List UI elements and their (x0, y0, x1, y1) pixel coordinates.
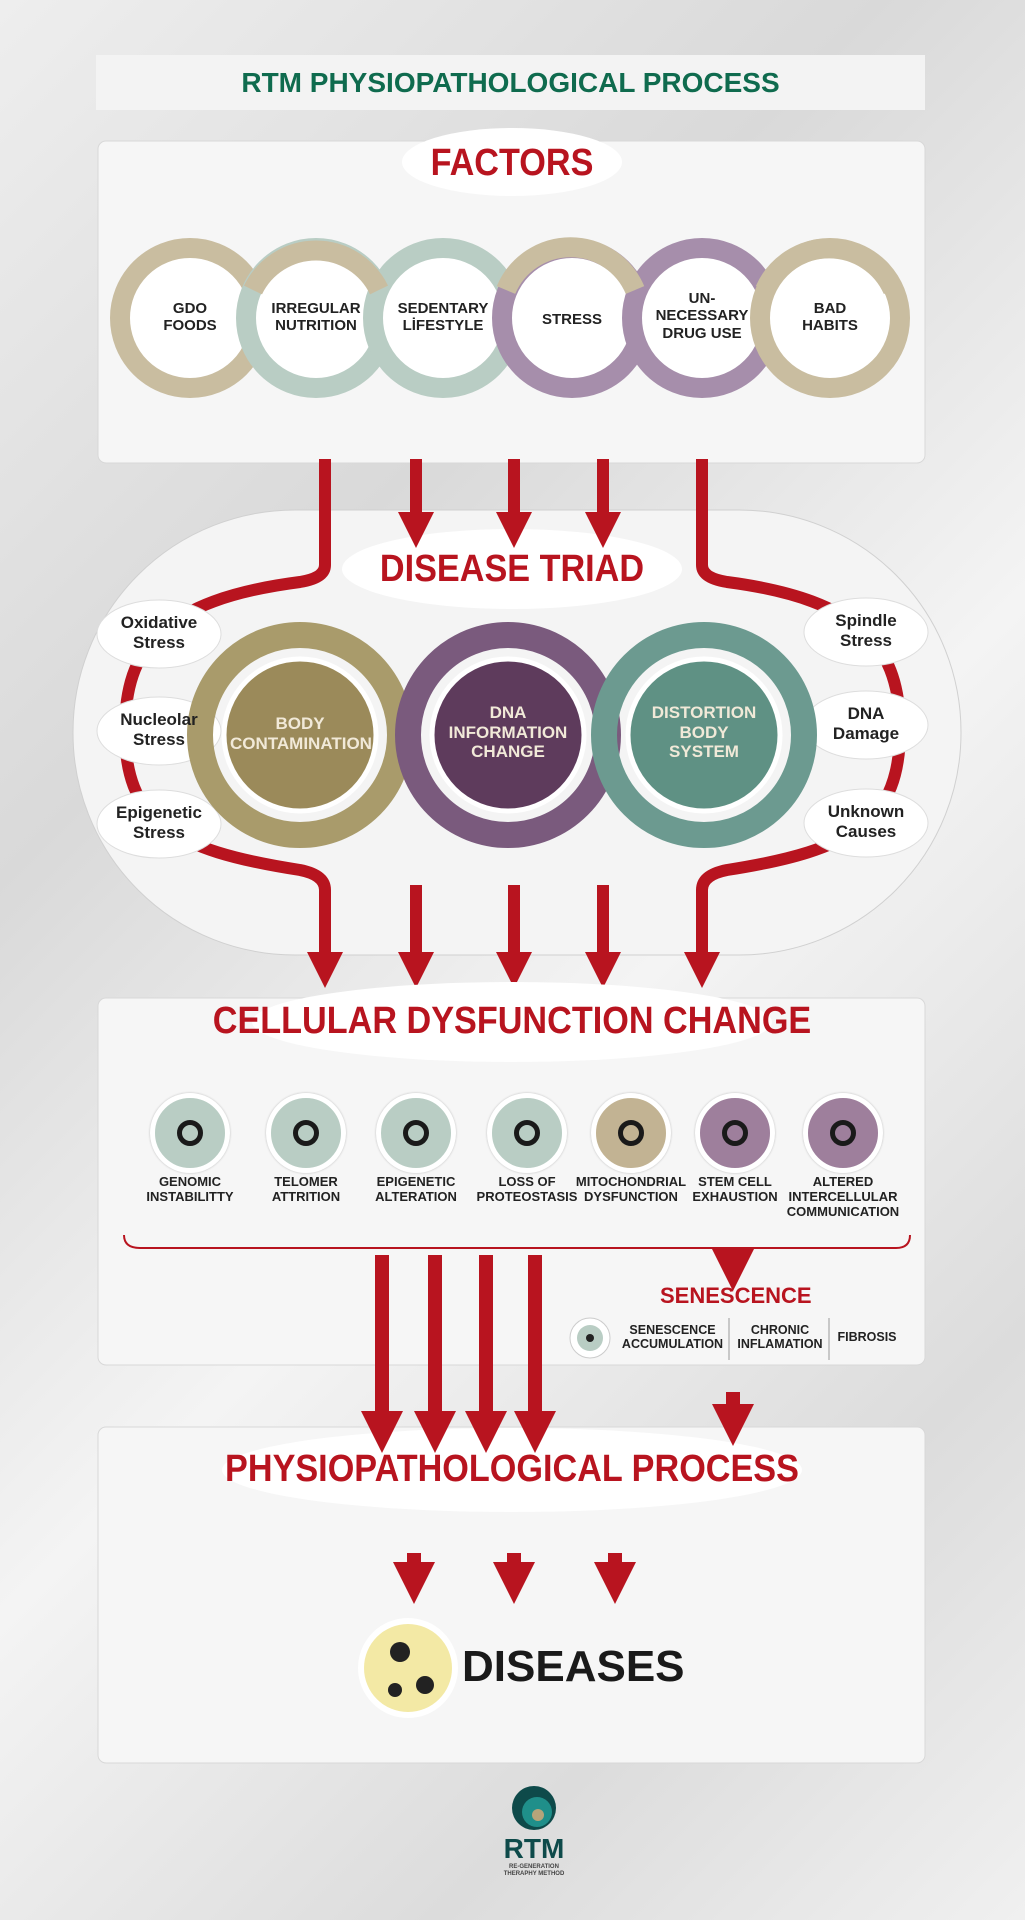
chronic-inflamation: CHRONIC INFLAMATION (737, 1323, 823, 1352)
cause-oxidative-stress: Oxidative Stress (120, 613, 198, 652)
cellular-item-label: MITOCHONDRIAL DYSFUNCTION (575, 1174, 687, 1204)
cellular-item-label: STEM CELL EXHAUSTION (692, 1174, 778, 1204)
senescence-title: SENESCENCE (660, 1283, 812, 1308)
factor-rings (110, 237, 910, 398)
bracket (123, 1234, 911, 1249)
dna-helix-icon (150, 1093, 230, 1173)
cellular-item-label: LOSS OF PROTEOSTASIS (476, 1174, 578, 1204)
physio-title: PHYSIOPATHOLOGICAL PROCESS (225, 1448, 799, 1490)
senescence-cell-icon (569, 1317, 611, 1359)
diseases-icon (358, 1618, 458, 1718)
triad-body-contamination: BODY CONTAMINATION (230, 714, 372, 753)
cause-unknown-causes: Unknown Causes (827, 802, 905, 841)
factor-unnecessary-drug-use: UN- NECESSARY DRUG USE (655, 290, 749, 342)
rtm-logo-mark (512, 1786, 556, 1830)
cause-spindle-stress: Spindle Stress (835, 611, 897, 650)
cellular-item-label: TELOMER ATTRITION (271, 1174, 341, 1204)
diseases-label: DISEASES (462, 1642, 685, 1691)
cellular-title: CELLULAR DYSFUNCTION CHANGE (212, 1000, 812, 1042)
factor-irregular-nutrition: IRREGULAR NUTRITION (271, 300, 361, 335)
cellular-item-label: ALTERED INTERCELLULAR COMMUNICATION (786, 1174, 900, 1219)
cause-epigenetic-stress: Epigenetic Stress (116, 803, 202, 842)
logo-tagline: RE-GENERATION THERAPHY METHOD (503, 1864, 565, 1877)
factor-sedentary-lifestyle: SEDENTARY LİFESTYLE (397, 300, 489, 335)
page-title: RTM PHYSIOPATHOLOGICAL PROCESS (96, 55, 925, 110)
mitochondria-icon (591, 1093, 671, 1173)
chromatin-icon (376, 1093, 456, 1173)
senescence-accumulation: SENESCENCE ACCUMULATION (621, 1323, 724, 1352)
cause-dna-damage: DNA Damage (832, 704, 900, 743)
triad-circles (187, 622, 817, 848)
telomere-icon (266, 1093, 346, 1173)
cellular-item-label: GENOMIC INSTABILITTY (146, 1174, 234, 1204)
factors-title: FACTORS (430, 142, 594, 184)
factor-stress: STRESS (541, 311, 602, 328)
fibrosis: FIBROSIS (837, 1330, 897, 1344)
factor-bad-habits: BAD HABITS (802, 300, 858, 335)
protein-icon (487, 1093, 567, 1173)
cellular-item-label: EPIGENETIC ALTERATION (375, 1174, 457, 1204)
cause-nucleolar-stress: Nucleolar Stress (120, 710, 198, 749)
factor-gdo-foods: GDO FOODS (163, 300, 217, 335)
logo-name: RTM (503, 1833, 565, 1864)
triad-title: DISEASE TRIAD (379, 548, 645, 590)
triad-distortion-body-system: DISTORTION BODY SYSTEM (651, 703, 757, 762)
triad-dna-information-change: DNA INFORMATION CHANGE (448, 703, 568, 762)
stem-cell-icon (695, 1093, 775, 1173)
cell-communication-icon (803, 1093, 883, 1173)
